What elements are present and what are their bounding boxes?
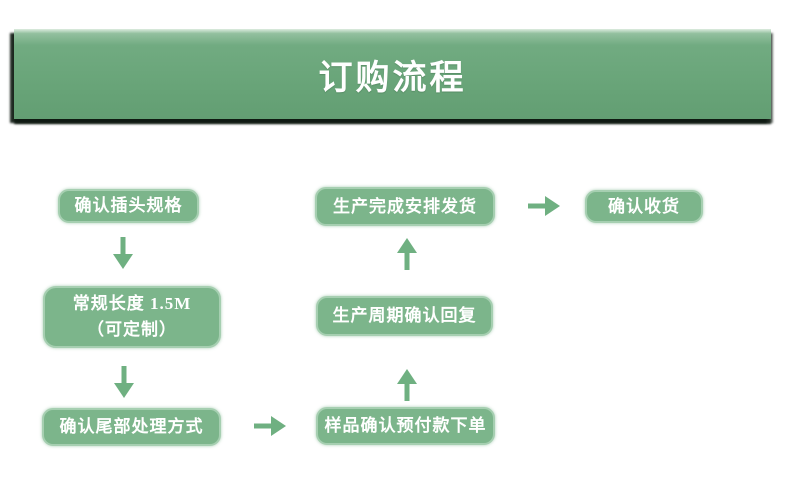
flow-step-label: 确认收货	[608, 196, 680, 216]
flow-step-standard-length: 常规长度 1.5M （可定制）	[43, 286, 221, 348]
arrow-up-icon	[394, 238, 420, 270]
flow-step-production-complete-ship: 生产完成安排发货	[315, 187, 495, 226]
flow-step-label: 样品确认预付款下单	[324, 416, 487, 435]
flow-step-label-line2: （可定制）	[87, 320, 177, 339]
flow-step-production-cycle-reply: 生产周期确认回复	[316, 296, 493, 336]
flow-step-label: 确认尾部处理方式	[59, 417, 204, 436]
arrow-right-icon	[254, 416, 286, 436]
arrow-right-icon	[528, 196, 560, 216]
flow-step-sample-confirm-prepay-order: 样品确认预付款下单	[316, 407, 495, 445]
flow-step-confirm-plug-spec: 确认插头规格	[58, 189, 199, 223]
flow-step-confirm-receipt: 确认收货	[585, 190, 703, 223]
flow-step-label: 生产完成安排发货	[333, 196, 477, 216]
header-banner: 订购流程	[14, 29, 771, 119]
flow-step-confirm-tail-treatment: 确认尾部处理方式	[42, 408, 221, 446]
flow-step-label: 生产周期确认回复	[332, 306, 477, 325]
arrow-up-icon	[394, 369, 420, 401]
flow-step-label-line1: 常规长度 1.5M	[72, 294, 192, 313]
arrow-down-icon	[110, 237, 136, 269]
flow-step-label: 确认插头规格	[74, 196, 183, 215]
arrow-down-icon	[111, 366, 137, 398]
page-title: 订购流程	[318, 58, 467, 97]
